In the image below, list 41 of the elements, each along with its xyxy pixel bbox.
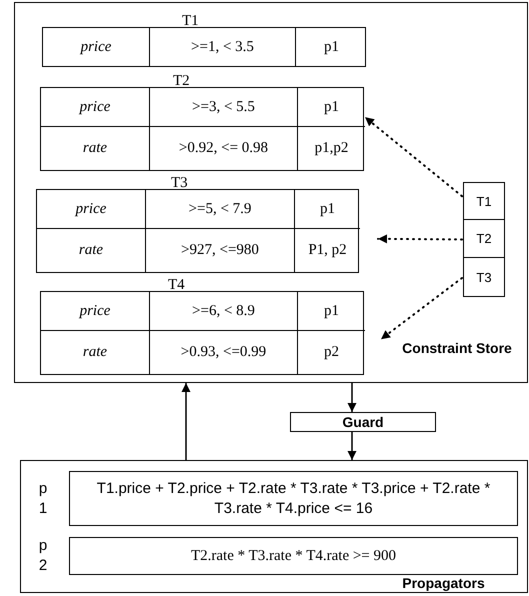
table-cell-text: price [78,38,112,56]
propagator-label: p 2 [38,536,48,576]
table-title: T3 [171,175,188,191]
table-title: T2 [173,73,190,89]
panel-title: Constraint Store [401,339,513,357]
table-cell-text: price [78,302,112,320]
guard-box: Guard [290,412,436,432]
table-title: T1 [182,13,199,29]
table-cell: >927, <=980 [145,228,294,272]
table-cell: p1 [297,292,365,330]
constraint-store-box [14,2,528,383]
table-cell: >=1, < 3.5 [149,28,295,66]
dotted-arrow [377,234,463,244]
stack-cell: T3 [463,257,505,297]
arrow [182,383,190,460]
arrow [348,383,356,412]
table-cell: p1,p2 [297,126,365,170]
dotted-arrow [380,277,463,340]
propagator-label: p 1 [38,478,48,518]
stack-cell: T2 [463,219,505,258]
table-cell: >=5, < 7.9 [145,190,294,228]
table-cell: p1 [297,88,365,126]
table-cell: >0.92, <= 0.98 [149,126,297,170]
table-cell: P1, p2 [294,228,360,272]
stack-cell: T1 [463,182,505,220]
table-cell: rate [37,228,145,272]
table-cell-text: price [74,200,108,218]
table-title: T4 [168,277,185,293]
table-cell-text: price [78,98,112,116]
table-cell: rate [41,126,149,170]
table-cell: >0.93, <=0.99 [149,330,297,374]
table-cell: rate [41,330,149,374]
propagators-box [20,460,528,593]
table-cell: p2 [297,330,365,374]
table-cell: p1 [294,190,360,228]
arrow [348,432,356,460]
table-cell: p1 [295,28,367,66]
panel-title: Propagators [401,574,486,592]
table-cell: >=3, < 5.5 [149,88,297,126]
table-cell: >=6, < 8.9 [149,292,297,330]
dotted-arrow [364,116,463,198]
